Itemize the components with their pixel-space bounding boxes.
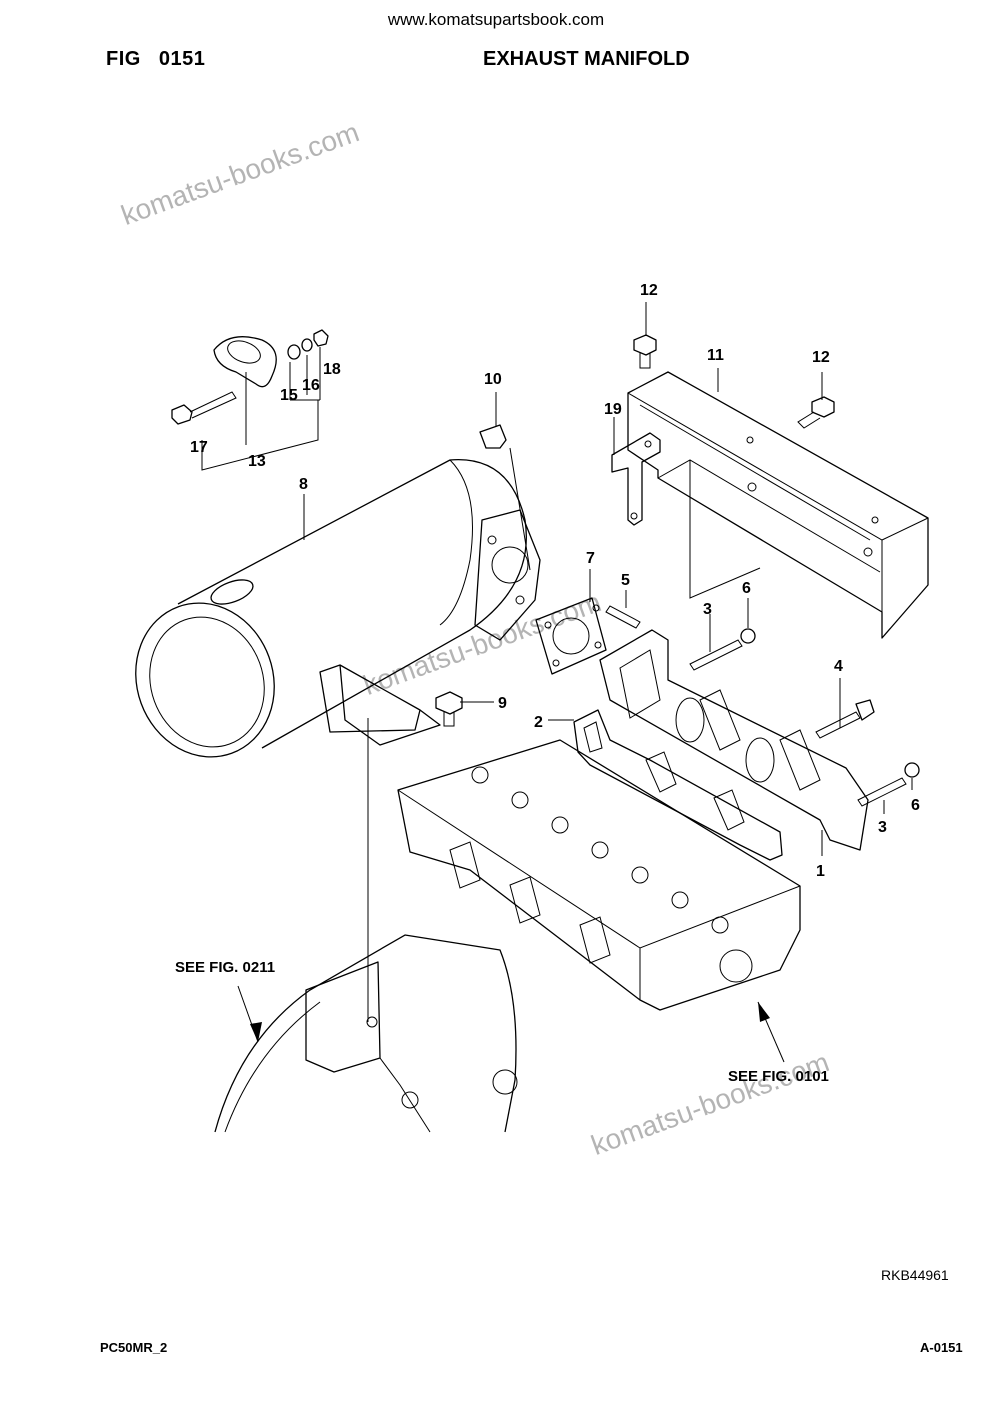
callout-3-upper: 3 bbox=[703, 601, 712, 618]
callout-1: 1 bbox=[816, 863, 825, 880]
reference-arrow-0101 bbox=[757, 1001, 785, 1063]
page-title: EXHAUST MANIFOLD bbox=[483, 48, 690, 70]
nut-6-lower bbox=[904, 762, 920, 778]
head-ports bbox=[449, 841, 611, 964]
washer-15 bbox=[287, 344, 301, 360]
bolt-4 bbox=[815, 699, 875, 739]
callout-9: 9 bbox=[498, 695, 507, 712]
callout-15: 15 bbox=[280, 387, 298, 404]
callout-10: 10 bbox=[484, 371, 502, 388]
bolt-9 bbox=[435, 691, 463, 727]
callout-2: 2 bbox=[534, 714, 543, 731]
muffler bbox=[135, 424, 541, 758]
leader-lines bbox=[201, 302, 913, 1022]
figure-label: FIG bbox=[106, 48, 141, 70]
callout-3-lower: 3 bbox=[878, 819, 887, 836]
callout-13: 13 bbox=[248, 453, 266, 470]
stud-3-lower bbox=[857, 777, 907, 807]
model-code: PC50MR_2 bbox=[100, 1340, 168, 1355]
callout-6-upper: 6 bbox=[742, 580, 751, 597]
callout-18: 18 bbox=[323, 361, 341, 378]
washer-16 bbox=[301, 338, 313, 352]
drawing-id: RKB44961 bbox=[881, 1267, 949, 1283]
callout-5: 5 bbox=[621, 572, 630, 589]
bolt-12-right bbox=[797, 396, 835, 429]
bolt-17 bbox=[171, 391, 237, 425]
see-fig-0101: SEE FIG. 0101 bbox=[728, 1068, 829, 1085]
figure-number: FIG 0151 bbox=[106, 48, 205, 71]
callout-12-right: 12 bbox=[812, 349, 830, 366]
callout-8: 8 bbox=[299, 476, 308, 493]
bolt-12-top bbox=[633, 334, 657, 369]
cylinder-head bbox=[397, 739, 801, 1011]
callout-16: 16 bbox=[302, 377, 320, 394]
stud-5 bbox=[605, 605, 641, 629]
callout-12-top: 12 bbox=[640, 282, 658, 299]
bracket bbox=[611, 432, 661, 526]
flywheel-housing bbox=[214, 934, 518, 1133]
website-url: www.komatsupartsbook.com bbox=[387, 10, 605, 29]
nut-18 bbox=[313, 329, 329, 347]
callout-11: 11 bbox=[707, 347, 724, 364]
callout-6-lower: 6 bbox=[911, 797, 920, 814]
exhaust-manifold bbox=[599, 629, 869, 851]
lifting-hanger bbox=[213, 336, 277, 388]
reference-arrow-0211 bbox=[237, 985, 262, 1043]
heat-shield-cover bbox=[627, 371, 929, 639]
gasket-7 bbox=[535, 597, 607, 675]
callout-17: 17 bbox=[190, 439, 208, 456]
nut-6-upper bbox=[740, 628, 756, 644]
see-fig-0211: SEE FIG. 0211 bbox=[175, 959, 275, 976]
callout-19: 19 bbox=[604, 401, 622, 418]
callout-4: 4 bbox=[834, 658, 843, 675]
stud-3-upper bbox=[689, 639, 743, 671]
figure-code: 0151 bbox=[158, 48, 206, 70]
callout-7: 7 bbox=[586, 550, 595, 567]
manifold-gasket bbox=[573, 709, 783, 861]
page-number: A-0151 bbox=[920, 1340, 963, 1355]
